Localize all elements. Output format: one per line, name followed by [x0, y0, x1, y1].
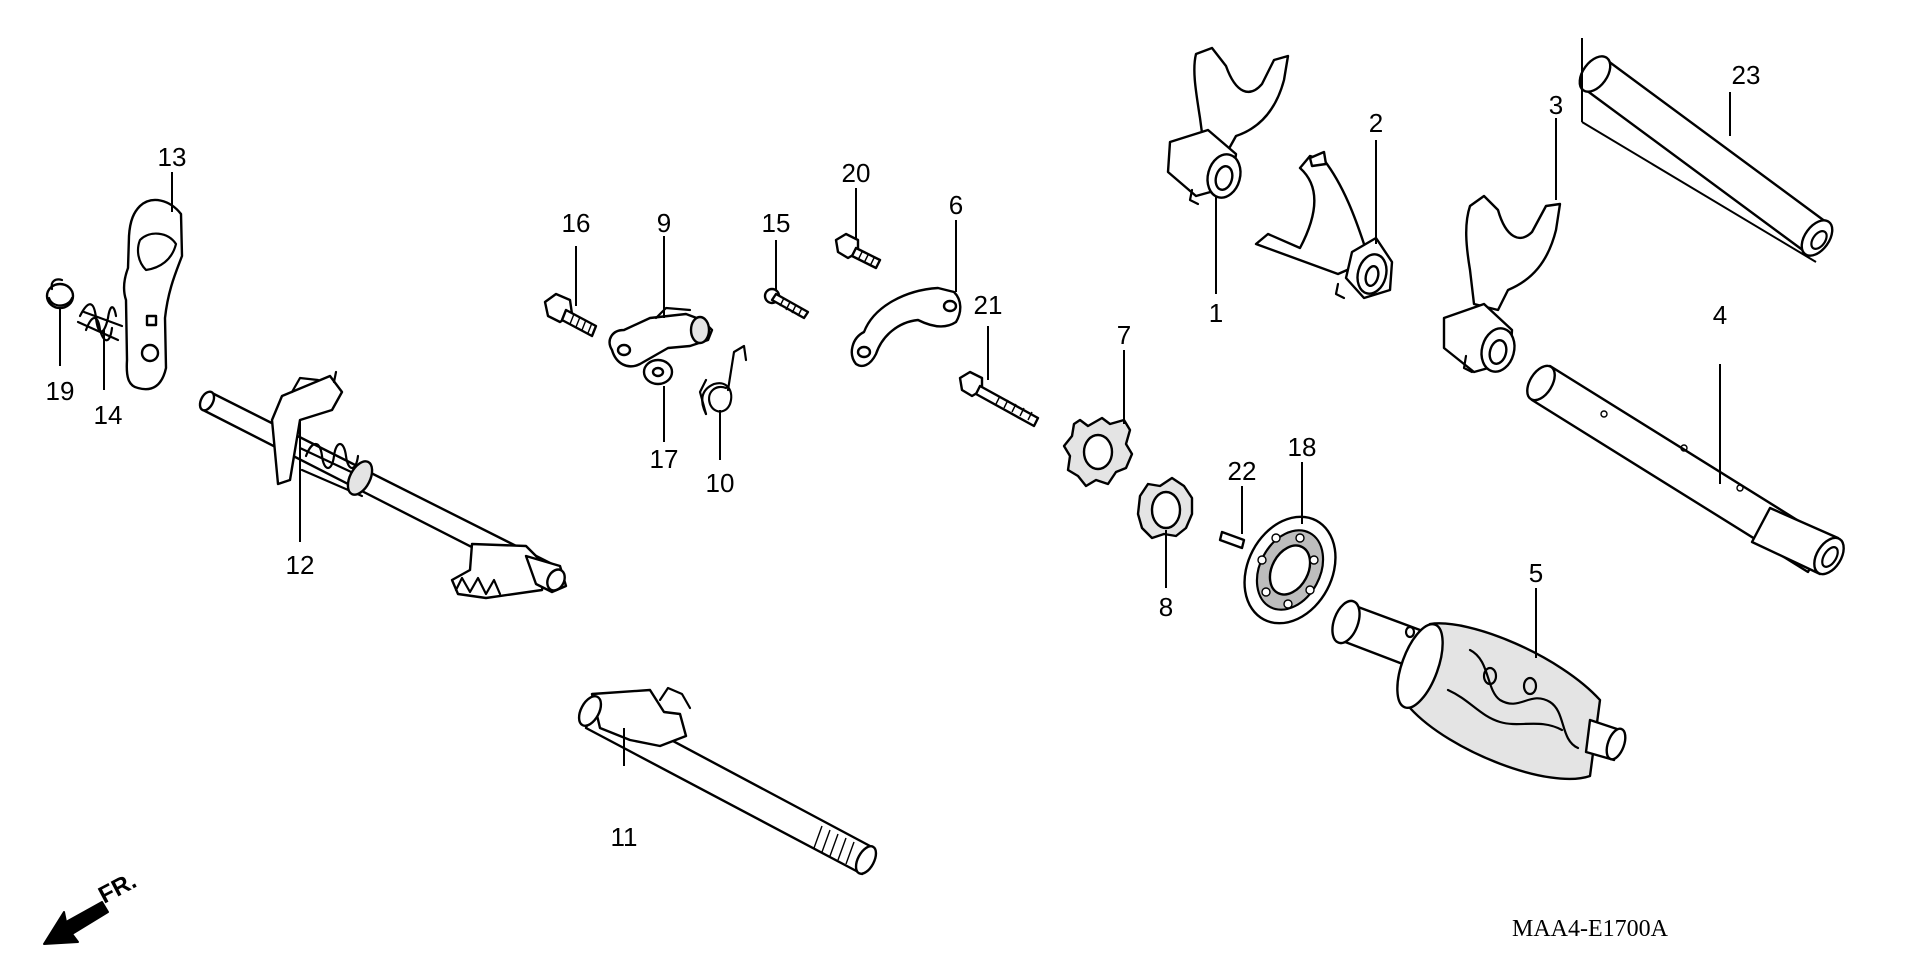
callout-21: 21: [974, 290, 1003, 320]
part-14-return-spring[interactable]: [76, 303, 124, 342]
part-11-gearshift-spindle[interactable]: [575, 686, 881, 877]
part-13-shift-plate[interactable]: [122, 198, 184, 391]
callout-5: 5: [1529, 558, 1543, 588]
part-8-shift-drum-center[interactable]: [1136, 476, 1194, 540]
callout-12: 12: [286, 550, 315, 580]
part-9-stopper-arm[interactable]: [608, 306, 714, 368]
callout-20: 20: [842, 158, 871, 188]
part-6-bearing-set-plate[interactable]: [850, 286, 962, 368]
callout-9: 9: [657, 208, 671, 238]
callout-11: 11: [611, 822, 638, 852]
callout-10: 10: [706, 468, 735, 498]
callout-15: 15: [762, 208, 791, 238]
part-15-screw[interactable]: [763, 287, 810, 320]
part-12-gearshift-spindle-assembly[interactable]: [197, 370, 568, 600]
part-16-flange-bolt[interactable]: [543, 292, 598, 338]
part-20-flange-bolt[interactable]: [834, 232, 882, 270]
leader-lines: [59, 38, 1817, 766]
part-4-shift-fork-shaft[interactable]: [1522, 361, 1850, 579]
callout-7: 7: [1117, 320, 1131, 350]
part-7-drum-center[interactable]: [1062, 416, 1134, 488]
callout-3: 3: [1549, 90, 1563, 120]
part-2-shift-fork[interactable]: [1254, 150, 1394, 300]
callout-22: 22: [1228, 456, 1257, 486]
callout-13: 13: [158, 142, 187, 172]
callout-18: 18: [1288, 432, 1317, 462]
callout-17: 17: [650, 444, 679, 474]
front-arrow-icon: [43, 901, 109, 945]
part-1-shift-fork[interactable]: [1166, 46, 1290, 206]
callout-8: 8: [1159, 592, 1173, 622]
front-direction-indicator: FR.: [43, 867, 141, 945]
callout-labels: 1 2 3 4 5 6 7 8 9 10 11 12 13 14 15 16 1…: [46, 60, 1761, 852]
callout-14: 14: [94, 400, 123, 430]
part-5-shift-drum[interactable]: [1327, 597, 1629, 781]
callout-1: 1: [1209, 298, 1223, 328]
part-22-dowel-pin[interactable]: [1218, 530, 1246, 550]
part-23-fork-shaft[interactable]: [1574, 51, 1839, 261]
part-21-bolt[interactable]: [958, 370, 1040, 428]
part-19-collar[interactable]: [45, 278, 75, 310]
callout-6: 6: [949, 190, 963, 220]
part-17-washer[interactable]: [642, 358, 674, 386]
part-18-radial-ball-bearing[interactable]: [1227, 501, 1354, 639]
part-10-stopper-arm-spring[interactable]: [698, 344, 748, 416]
callout-4: 4: [1713, 300, 1727, 330]
callout-19: 19: [46, 376, 75, 406]
diagram-code: MAA4-E1700A: [1512, 916, 1669, 942]
callout-23: 23: [1732, 60, 1761, 90]
callout-16: 16: [562, 208, 591, 238]
callout-2: 2: [1369, 108, 1383, 138]
part-3-shift-fork[interactable]: [1442, 194, 1562, 375]
